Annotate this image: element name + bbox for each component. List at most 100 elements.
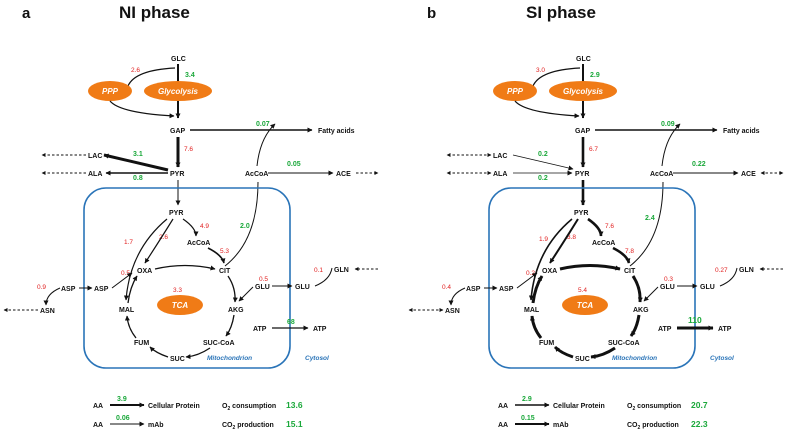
arrow-asp-oxa bbox=[516, 272, 538, 289]
node-gln: GLN bbox=[334, 267, 349, 274]
value-o2: 20.7 bbox=[691, 400, 708, 410]
arc-cit-akg bbox=[631, 275, 643, 303]
flux-tca: 3.3 bbox=[173, 287, 182, 294]
mitochondrion-box bbox=[488, 187, 696, 369]
panel-letter: a bbox=[22, 5, 31, 22]
node-atp-in: ATP bbox=[253, 326, 267, 333]
node-tca: TCA bbox=[172, 301, 189, 310]
flux-atp: 68 bbox=[287, 319, 295, 326]
node-glycolysis: Glycolysis bbox=[563, 87, 604, 96]
flux-gap-fa: 0.07 bbox=[256, 121, 270, 128]
label-co2: CO2 production bbox=[627, 422, 679, 430]
arrow-pyr-accoa bbox=[182, 218, 199, 237]
label-co2: CO2 production bbox=[222, 422, 274, 430]
node-asn: ASN bbox=[445, 308, 460, 315]
arc-cit-akg bbox=[227, 275, 238, 303]
arrow-glc-ppp bbox=[532, 67, 581, 87]
node-atp-in: ATP bbox=[658, 326, 672, 333]
mitochondrion-box bbox=[83, 187, 291, 369]
flux-mab: 0.15 bbox=[521, 415, 535, 422]
flux-pyr-ala: 0.8 bbox=[133, 175, 143, 182]
arc-fum-mal bbox=[124, 315, 137, 339]
flux-glc-ppp: 3.0 bbox=[536, 67, 545, 74]
arrow-pyr-oxa bbox=[549, 218, 579, 264]
glycolysis-ellipse bbox=[144, 81, 212, 101]
node-succoa: SUC-CoA bbox=[203, 340, 235, 347]
flux-glu-gln: 0.27 bbox=[715, 267, 728, 274]
flux-cit-accoa: 2.0 bbox=[240, 223, 250, 230]
node-asp-cyto: ASP bbox=[61, 286, 76, 293]
flux-accoa-ace: 0.22 bbox=[692, 161, 706, 168]
arc-akg-succoa bbox=[629, 314, 641, 337]
node-cit: CIT bbox=[219, 268, 231, 275]
node-ace: ACE bbox=[741, 171, 756, 178]
label-mab: mAb bbox=[553, 422, 569, 429]
arrow-asp-asn bbox=[43, 287, 61, 306]
node-gap: GAP bbox=[575, 128, 591, 135]
arc-succoa-suc bbox=[590, 346, 616, 360]
arrow-pyr-lac bbox=[103, 153, 169, 172]
node-accoa-mito: AcCoA bbox=[187, 240, 210, 247]
flux-pyr-accoa-top: 4.9 bbox=[200, 223, 209, 230]
node-glc: GLC bbox=[171, 56, 186, 63]
node-suc: SUC bbox=[170, 356, 185, 363]
panel-letter: b bbox=[427, 5, 436, 22]
node-cit: CIT bbox=[624, 268, 636, 275]
node-ala: ALA bbox=[493, 171, 507, 178]
node-gln: GLN bbox=[739, 267, 754, 274]
flux-asp-asn: 0.4 bbox=[442, 284, 451, 291]
node-akg: AKG bbox=[228, 307, 244, 314]
flux-protein: 2.9 bbox=[522, 396, 532, 403]
flux-akg-glu: 0.5 bbox=[259, 276, 268, 283]
flux-glu-gln: 0.1 bbox=[314, 267, 323, 274]
node-asp-cyto: ASP bbox=[466, 286, 481, 293]
node-fum: FUM bbox=[134, 340, 149, 347]
value-o2: 13.6 bbox=[286, 400, 303, 410]
flux-gap-fa: 0.09 bbox=[661, 121, 675, 128]
arrow-accoa-cit bbox=[207, 247, 226, 264]
flux-pyr-mal: 1.7 bbox=[124, 239, 133, 246]
arc-mal-oxa bbox=[531, 275, 544, 304]
node-glu-mito: GLU bbox=[660, 284, 675, 291]
flux-gap-pyr: 7.6 bbox=[184, 146, 193, 153]
flux-pyr-accoa-top: 7.6 bbox=[605, 223, 614, 230]
arrow-cit-accoa bbox=[224, 181, 259, 267]
node-glu-mito: GLU bbox=[255, 284, 270, 291]
arrow-pyr-oxa bbox=[144, 218, 174, 264]
node-oxa: OXA bbox=[542, 268, 557, 275]
label-cellular-protein: Cellular Protein bbox=[553, 403, 605, 410]
node-asp-mito: ASP bbox=[94, 286, 109, 293]
arrow-glu-akg bbox=[643, 286, 659, 302]
node-atp-out: ATP bbox=[313, 326, 327, 333]
flux-glc-glycolysis: 2.9 bbox=[590, 72, 600, 79]
flux-glc-glycolysis: 3.4 bbox=[185, 72, 195, 79]
node-mal: MAL bbox=[119, 307, 135, 314]
node-ppp: PPP bbox=[102, 87, 119, 96]
label-cytosol: Cytosol bbox=[305, 355, 329, 362]
tca-ellipse bbox=[562, 295, 608, 315]
label-cytosol: Cytosol bbox=[710, 355, 734, 362]
panel-b: b SI phase GLC 3.0 2.9 PPP Glycolysis GA… bbox=[408, 3, 784, 430]
node-fum: FUM bbox=[539, 340, 554, 347]
node-asp-mito: ASP bbox=[499, 286, 514, 293]
label-mab: mAb bbox=[148, 422, 164, 429]
flux-accoa-cit: 5.3 bbox=[220, 248, 229, 255]
value-co2: 22.3 bbox=[691, 419, 708, 429]
node-pyr-mito: PYR bbox=[169, 210, 183, 217]
arc-suc-fum bbox=[149, 346, 169, 358]
arrow-asp-asn bbox=[448, 287, 466, 306]
glycolysis-ellipse bbox=[549, 81, 617, 101]
node-pyr: PYR bbox=[575, 171, 589, 178]
panel-title: NI phase bbox=[119, 3, 190, 22]
node-pyr: PYR bbox=[170, 171, 184, 178]
arrow-accoa-cit bbox=[612, 246, 631, 264]
node-lac: LAC bbox=[493, 153, 507, 160]
label-mitochondrion: Mitochondrion bbox=[612, 355, 657, 362]
ppp-ellipse bbox=[88, 81, 132, 101]
arc-suc-fum bbox=[553, 345, 574, 359]
node-tca: TCA bbox=[577, 301, 594, 310]
arrow-ppp-gap bbox=[109, 100, 175, 119]
summary-aa-mab: AA bbox=[498, 422, 508, 429]
node-lac: LAC bbox=[88, 153, 102, 160]
label-mitochondrion: Mitochondrion bbox=[207, 355, 252, 362]
